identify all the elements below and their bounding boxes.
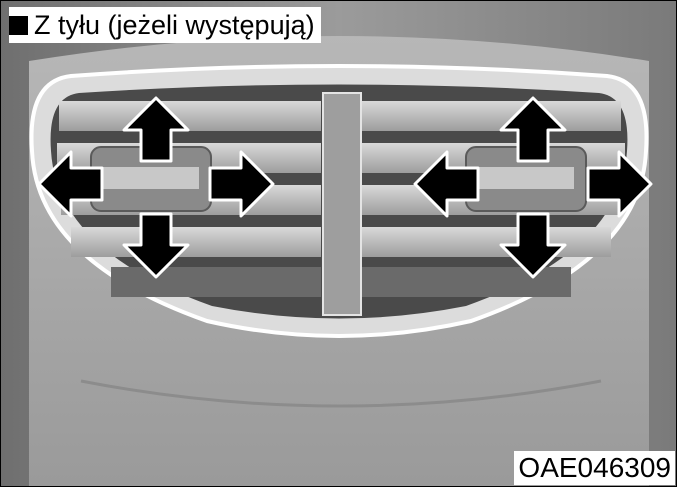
left-vent-left-arrow <box>37 150 104 218</box>
right-vent-up-arrow <box>499 96 567 163</box>
bullet-square-icon <box>9 15 28 35</box>
right-vent-down-arrow <box>499 212 567 279</box>
left-vent-up-arrow <box>122 96 190 163</box>
figure-code: OAE046309 <box>514 451 675 485</box>
right-vent-left-arrow <box>413 150 480 218</box>
left-vent-right-arrow <box>208 150 275 218</box>
right-vent-right-arrow <box>586 150 653 218</box>
figure-heading: Z tyłu (jeżeli występują) <box>9 7 321 43</box>
left-vent-down-arrow <box>122 212 190 279</box>
heading-text: Z tyłu (jeżeli występują) <box>34 9 315 40</box>
center-divider <box>322 92 362 316</box>
